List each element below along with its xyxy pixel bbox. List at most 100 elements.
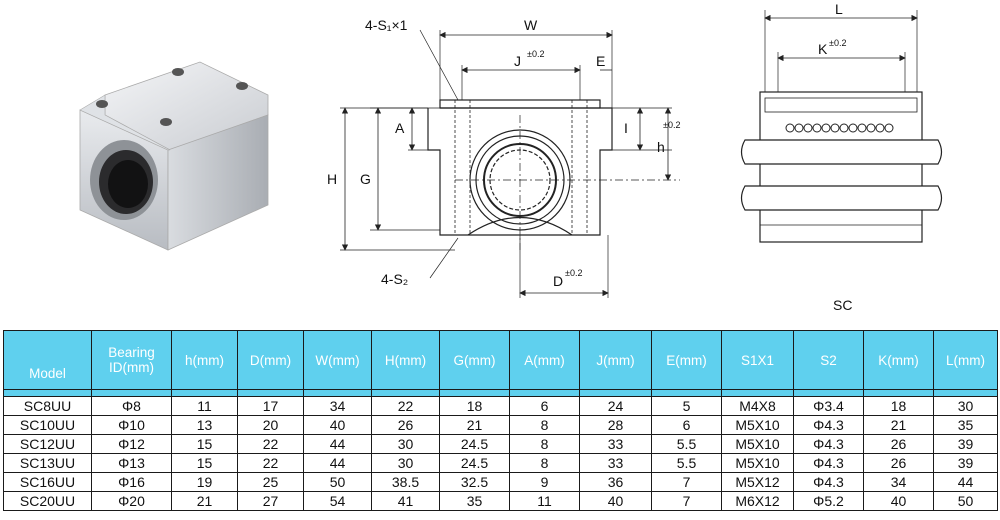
label-w: W <box>524 17 538 33</box>
table-cell: 54 <box>303 491 372 511</box>
table-cell: M4X8 <box>721 396 794 416</box>
table-cell: 5 <box>651 396 722 416</box>
table-cell: SC8UU <box>3 396 92 416</box>
table-cell: 30 <box>933 396 998 416</box>
table-cell: 24.5 <box>439 453 510 473</box>
header-cell: H(mm) <box>371 330 440 390</box>
table-cell: 41 <box>371 491 440 511</box>
table-cell: 30 <box>371 453 440 473</box>
table-cell: 11 <box>509 491 580 511</box>
table-cell: 6 <box>509 396 580 416</box>
label-k: K <box>818 41 828 57</box>
table-cell: Φ20 <box>91 491 172 511</box>
header-cell: L(mm) <box>933 330 998 390</box>
header-cell: G(mm) <box>439 330 510 390</box>
table-cell: 15 <box>171 453 238 473</box>
table-cell: SC13UU <box>3 453 92 473</box>
technical-drawing: 4-S₁×1 4-S₂ W J ±0.2 E A H G I h ±0.2 D … <box>79 1 943 313</box>
table-cell: M5X10 <box>721 415 794 435</box>
drawing-caption: SC <box>833 297 852 313</box>
table-cell: M5X10 <box>721 453 794 473</box>
label-d: D <box>553 273 563 289</box>
table-cell: M5X12 <box>721 472 794 492</box>
table-cell: 8 <box>509 453 580 473</box>
table-cell: 7 <box>651 491 722 511</box>
header-cell: h(mm) <box>171 330 238 390</box>
figure-area: 4-S₁×1 4-S₂ W J ±0.2 E A H G I h ±0.2 D … <box>79 1 943 313</box>
table-spacer <box>3 389 998 397</box>
table-cell: 38.5 <box>371 472 440 492</box>
table-cell: 40 <box>863 491 934 511</box>
table-cell: 36 <box>579 472 652 492</box>
table-cell: Φ13 <box>91 453 172 473</box>
table-cell: 40 <box>579 491 652 511</box>
table-cell: 24.5 <box>439 434 510 454</box>
label-h-cap: H <box>327 171 337 187</box>
table-cell: Φ4.3 <box>793 472 864 492</box>
table-cell: 39 <box>933 434 998 454</box>
label-h-tol: ±0.2 <box>663 120 680 130</box>
table-cell: Φ5.2 <box>793 491 864 511</box>
label-j: J <box>514 53 521 69</box>
table-cell: Φ12 <box>91 434 172 454</box>
table-cell: SC16UU <box>3 472 92 492</box>
table-cell: 32.5 <box>439 472 510 492</box>
table-cell: 44 <box>303 453 372 473</box>
label-g: G <box>360 171 371 187</box>
table-cell: 6 <box>651 415 722 435</box>
table-cell: 35 <box>439 491 510 511</box>
label-k-tol: ±0.2 <box>829 38 846 48</box>
header-cell: Model <box>3 330 92 390</box>
table-cell: 8 <box>509 415 580 435</box>
table-cell: 22 <box>237 434 304 454</box>
table-cell: 26 <box>863 434 934 454</box>
table-cell: 44 <box>303 434 372 454</box>
table-cell: 18 <box>863 396 934 416</box>
side-view-drawing <box>740 10 943 243</box>
label-i: I <box>624 120 628 136</box>
table-cell: 8 <box>509 434 580 454</box>
front-view-labels: 4-S₁×1 4-S₂ W J ±0.2 E A H G I h ±0.2 D … <box>327 17 680 289</box>
table-cell: Φ4.3 <box>793 415 864 435</box>
header-cell: W(mm) <box>303 330 372 390</box>
table-cell: 15 <box>171 434 238 454</box>
table-cell: 5.5 <box>651 434 722 454</box>
table-cell: SC10UU <box>3 415 92 435</box>
table-cell: M6X12 <box>721 491 794 511</box>
table-cell: M5X10 <box>721 434 794 454</box>
table-cell: 30 <box>371 434 440 454</box>
table-header-row: Model Bearing ID(mm) h(mm) D(mm) W(mm) H… <box>3 330 998 390</box>
side-view-labels: L K ±0.2 SC <box>818 1 852 313</box>
table-cell: 17 <box>237 396 304 416</box>
label-e: E <box>596 53 605 69</box>
table-cell: 22 <box>371 396 440 416</box>
table-cell: 34 <box>303 396 372 416</box>
ball-row <box>785 123 894 133</box>
label-s1: 4-S₁×1 <box>365 17 408 33</box>
table-cell: 24 <box>579 396 652 416</box>
table-cell: 28 <box>579 415 652 435</box>
table-cell: 33 <box>579 434 652 454</box>
table-cell: Φ4.3 <box>793 434 864 454</box>
table-cell: SC20UU <box>3 491 92 511</box>
table-cell: SC12UU <box>3 434 92 454</box>
table-cell: 39 <box>933 453 998 473</box>
table-cell: 34 <box>863 472 934 492</box>
header-cell: D(mm) <box>237 330 304 390</box>
front-view-drawing <box>340 29 680 298</box>
table-cell: 26 <box>863 453 934 473</box>
table-cell: 19 <box>171 472 238 492</box>
table-cell: 9 <box>509 472 580 492</box>
table-cell: Φ8 <box>91 396 172 416</box>
table-cell: 21 <box>439 415 510 435</box>
table-cell: 27 <box>237 491 304 511</box>
spec-table: Model Bearing ID(mm) h(mm) D(mm) W(mm) H… <box>3 330 998 511</box>
table-cell: 40 <box>303 415 372 435</box>
label-d-tol: ±0.2 <box>565 268 582 278</box>
label-l: L <box>835 1 843 17</box>
